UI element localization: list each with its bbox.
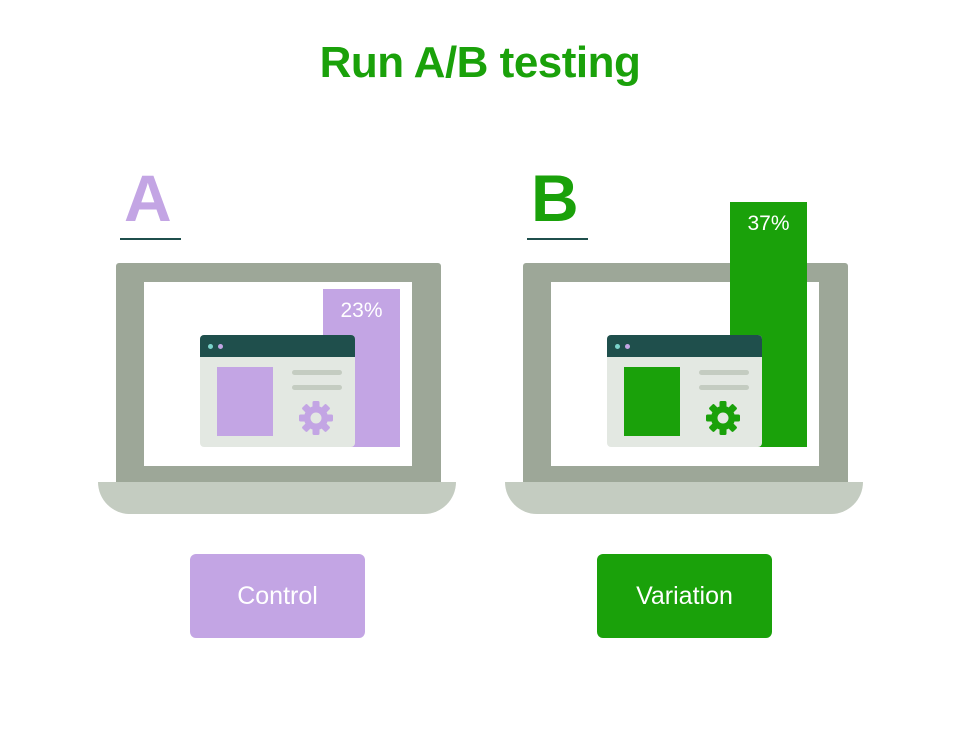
variant-b-bar-value: 37% bbox=[747, 212, 790, 235]
window-dot-icon bbox=[615, 344, 620, 349]
variant-a-underline bbox=[120, 238, 181, 240]
browser-window-icon bbox=[200, 335, 355, 447]
variant-a-letter: A bbox=[124, 161, 172, 235]
browser-window-icon bbox=[607, 335, 762, 447]
window-text-line bbox=[699, 385, 749, 390]
window-image-block bbox=[624, 367, 680, 436]
window-titlebar bbox=[607, 335, 762, 357]
laptop-a-base bbox=[98, 482, 456, 514]
page-title: Run A/B testing bbox=[319, 38, 641, 87]
variant-b-underline bbox=[527, 238, 588, 240]
gear-icon bbox=[299, 401, 333, 435]
window-text-line bbox=[292, 370, 342, 375]
window-dot-icon bbox=[218, 344, 223, 349]
laptop-b-base bbox=[505, 482, 863, 514]
window-titlebar bbox=[200, 335, 355, 357]
gear-icon bbox=[706, 401, 740, 435]
window-image-block bbox=[217, 367, 273, 436]
variant-b-panel: B 37% Variation bbox=[503, 0, 883, 740]
variant-b-letter: B bbox=[531, 161, 579, 235]
window-text-line bbox=[292, 385, 342, 390]
variant-a-panel: A 23% Control bbox=[96, 0, 476, 740]
window-dot-icon bbox=[625, 344, 630, 349]
variation-button[interactable]: Variation bbox=[597, 554, 772, 638]
window-text-line bbox=[699, 370, 749, 375]
control-button[interactable]: Control bbox=[190, 554, 365, 638]
variant-a-bar-value: 23% bbox=[340, 299, 383, 322]
window-dot-icon bbox=[208, 344, 213, 349]
